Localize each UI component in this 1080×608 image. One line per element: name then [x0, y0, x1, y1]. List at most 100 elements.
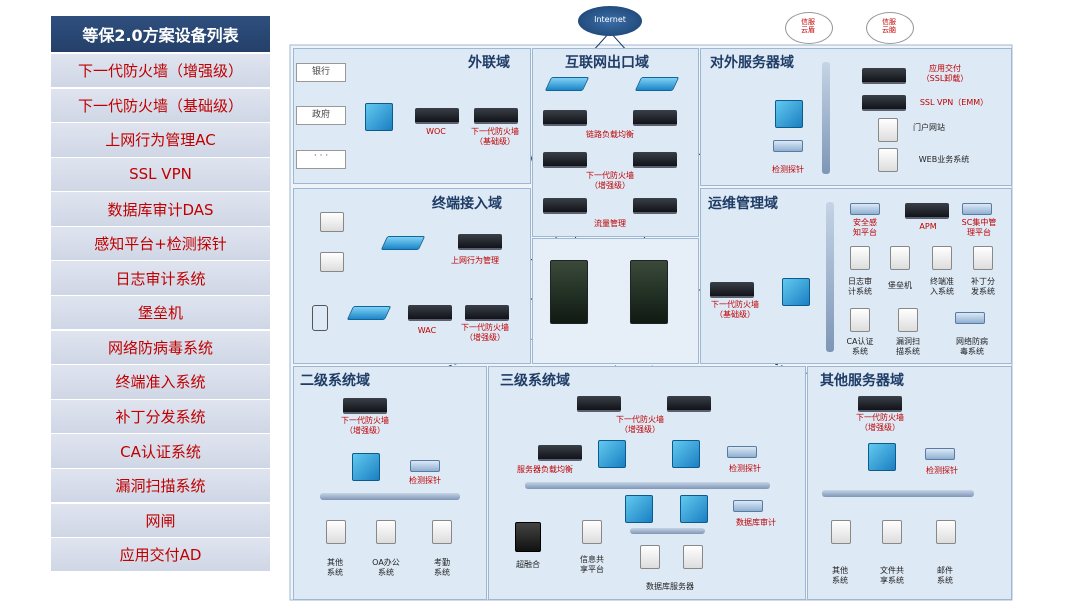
probe-icon	[925, 448, 955, 460]
zone-title-duiwai: 对外服务器域	[710, 55, 794, 71]
router-icon	[544, 77, 590, 91]
nac-label: 终端准 入系统	[930, 277, 954, 296]
portal-label: 门户网站	[913, 123, 945, 132]
qita-probe-label: 检测探针	[926, 466, 958, 475]
server-icon	[878, 118, 898, 142]
switch-icon	[782, 278, 810, 306]
probe-icon	[410, 460, 440, 472]
zone-yunwei	[700, 188, 1012, 364]
server-icon	[882, 520, 902, 544]
server-icon	[936, 520, 956, 544]
source-more: · · ·	[296, 150, 346, 169]
zhongduan-fw-label: 下一代防火墙 （增强级）	[461, 323, 509, 342]
probe-icon	[727, 446, 757, 458]
device-list-title: 等保2.0方案设备列表	[51, 16, 270, 52]
firewall-icon	[474, 108, 518, 124]
device-list-item: 应用交付AD	[51, 538, 270, 572]
server-icon	[898, 308, 918, 332]
probe-icon	[773, 140, 803, 152]
server-icon	[890, 246, 910, 270]
router-icon	[634, 77, 680, 91]
das-label: 数据库审计	[736, 518, 776, 527]
patch-label: 补丁分 发系统	[971, 277, 995, 296]
server-icon	[326, 520, 346, 544]
link-lb-icon	[633, 110, 677, 126]
ad-device-icon	[862, 68, 906, 84]
device-list-item: 网闸	[51, 503, 270, 537]
zone-erji	[293, 366, 487, 600]
firewall-icon	[543, 152, 587, 168]
ac-device-icon	[458, 234, 502, 250]
zone-qita	[807, 366, 1012, 600]
qita-fw-label: 下一代防火墙 （增强级）	[856, 413, 904, 432]
slb-label: 服务器负载均衡	[517, 465, 573, 474]
internet-label: Internet	[594, 15, 626, 24]
firewall-icon	[343, 398, 387, 414]
firewall-icon	[667, 396, 711, 412]
switch-icon	[352, 453, 380, 481]
woc-device-icon	[415, 108, 459, 124]
switch-icon	[346, 306, 392, 320]
device-list-item: SSL VPN	[51, 157, 270, 192]
av-label: 网络防病 毒系统	[956, 337, 988, 356]
core-switch-icon	[550, 260, 588, 324]
zone-title-hulian: 互联网出口域	[565, 55, 649, 71]
ca-label: CA认证 系统	[846, 337, 874, 356]
zone-title-yunwei: 运维管理域	[708, 196, 778, 212]
wac-label: WAC	[417, 326, 437, 335]
link-lb-icon	[543, 110, 587, 126]
server-icon	[973, 246, 993, 270]
mgmt-bus	[826, 202, 834, 352]
device-list-item: CA认证系统	[51, 434, 270, 468]
switch-icon	[598, 440, 626, 468]
device-list-item: 下一代防火墙（基础级）	[51, 88, 270, 122]
source-gov: 政府	[296, 106, 346, 125]
sc-label: SC集中管 理平台	[961, 218, 997, 237]
flow-mgmt-icon	[543, 198, 587, 214]
erji-server-2: 考勤 系统	[434, 558, 450, 577]
server-icon	[878, 148, 898, 172]
db-server-icon	[640, 545, 660, 569]
vpn-device-icon	[862, 95, 906, 111]
zone-title-qita: 其他服务器域	[820, 373, 904, 389]
switch-icon	[380, 236, 426, 250]
link-lb-label: 链路负载均衡	[586, 130, 634, 139]
qita-server-1: 文件共 享系统	[880, 566, 904, 585]
flow-mgmt-label: 流量管理	[594, 219, 626, 228]
switch-icon	[672, 440, 700, 468]
cloud-shield-label: 信服 云盾	[801, 18, 815, 34]
duiwai-probe-label: 检测探针	[772, 165, 804, 174]
zone-title-zhongduan: 终端接入域	[432, 196, 502, 212]
erji-fw-label: 下一代防火墙 （增强级）	[341, 416, 389, 435]
switch-icon	[625, 495, 653, 523]
scan-label: 漏洞扫 描系统	[896, 337, 920, 356]
hulian-fw-label: 下一代防火墙 （增强级）	[586, 171, 634, 190]
zone-title-wailian: 外联域	[468, 55, 510, 71]
db-server-icon	[683, 545, 703, 569]
cloud-shield-icon	[785, 12, 833, 44]
zone-title-erji: 二级系统域	[300, 373, 370, 389]
server-icon	[850, 246, 870, 270]
qita-server-0: 其他 系统	[832, 566, 848, 585]
firewall-icon	[858, 396, 902, 412]
bastion-label: 堡垒机	[888, 281, 912, 290]
server-bus	[320, 493, 460, 500]
server-icon	[582, 520, 602, 544]
device-list-item: 数据库审计DAS	[51, 192, 270, 226]
share-label: 信息共 享平台	[580, 555, 604, 574]
das-icon	[733, 500, 763, 512]
log-label: 日志审 计系统	[848, 277, 872, 296]
slb-icon	[538, 445, 582, 461]
sip-icon	[850, 203, 880, 215]
erji-server-0: 其他 系统	[327, 558, 343, 577]
firewall-icon	[577, 396, 621, 412]
woc-label: WOC	[426, 127, 446, 136]
server-icon	[850, 308, 870, 332]
server-icon	[932, 246, 952, 270]
cloud-brain-label: 信服 云脑	[882, 18, 896, 34]
hci-icon	[515, 522, 541, 552]
yunwei-fw-label: 下一代防火墙 （基础级）	[711, 300, 759, 319]
device-list: 等保2.0方案设备列表 下一代防火墙（增强级）下一代防火墙（基础级）上网行为管理…	[51, 16, 270, 573]
